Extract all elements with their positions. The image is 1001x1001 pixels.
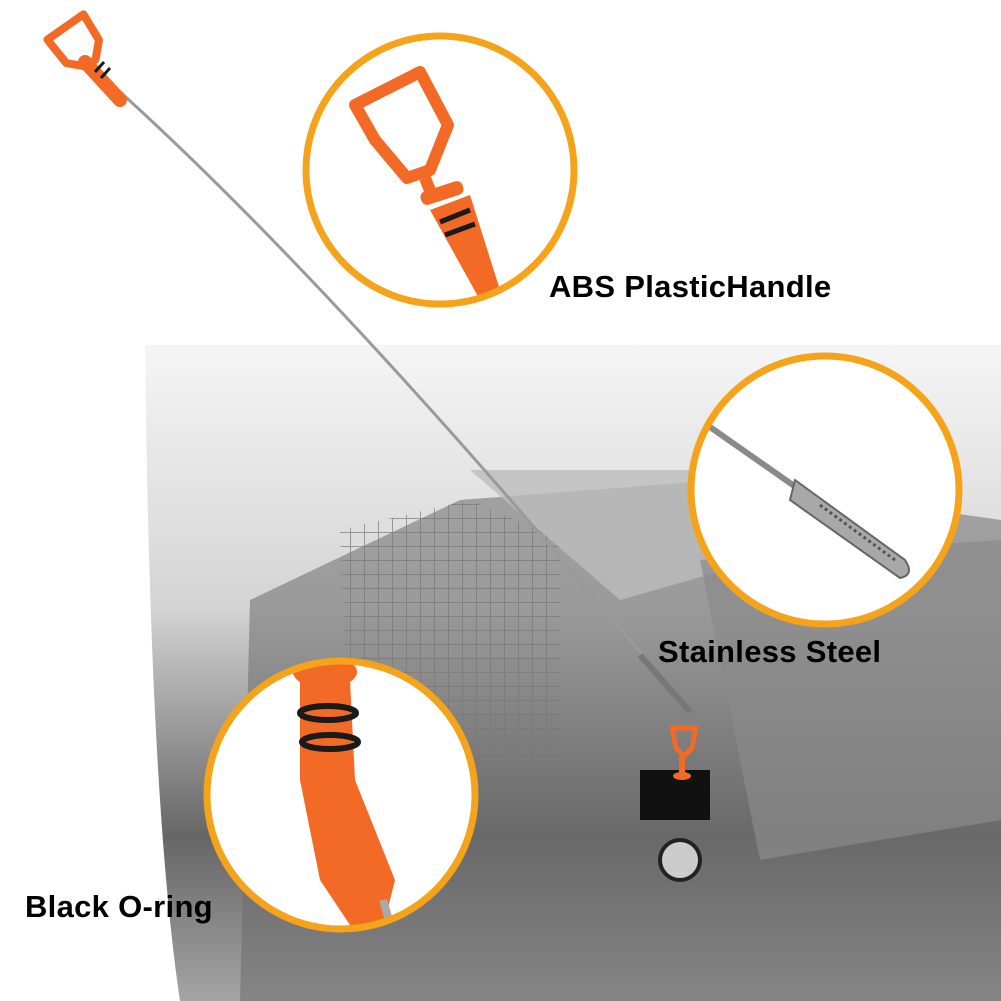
- dipstick: [43, 10, 693, 714]
- engine-dipstick-handle: [668, 725, 700, 780]
- oring-closeup: [203, 657, 479, 933]
- label-abs-plastic-handle: ABS PlasticHandle: [549, 269, 832, 304]
- label-black-oring: Black O-ring: [25, 889, 213, 924]
- label-stainless-steel: Stainless Steel: [658, 634, 882, 669]
- steel-tip-closeup: [687, 352, 963, 628]
- handle-closeup: [302, 32, 578, 308]
